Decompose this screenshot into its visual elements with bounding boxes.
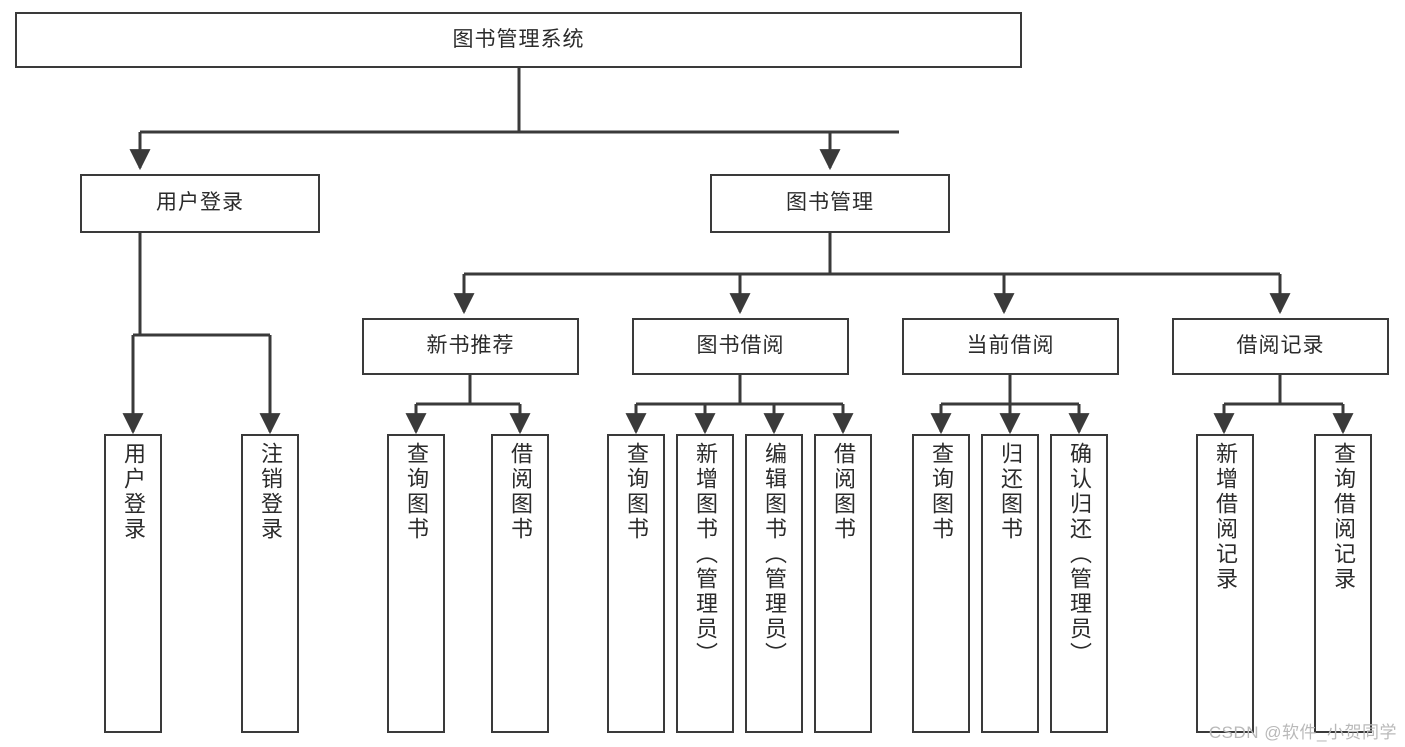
node-book-borrow[interactable]: 图书借阅 — [632, 318, 849, 375]
node-user-login-label: 用户登录 — [156, 191, 244, 215]
node-new-book-recommend[interactable]: 新书推荐 — [362, 318, 579, 375]
node-book-management-label: 图书管理 — [786, 191, 874, 215]
leaf-book-borrow-edit[interactable]: 编辑图书（管理员） — [745, 434, 803, 733]
leaf-current-borrow-return[interactable]: 归还图书 — [981, 434, 1039, 733]
node-root-label: 图书管理系统 — [452, 27, 585, 51]
node-borrow-record-label: 借阅记录 — [1236, 334, 1325, 358]
leaf-borrow-record-add[interactable]: 新增借阅记录 — [1196, 434, 1254, 733]
leaf-current-borrow-query-label: 查询图书 — [929, 442, 954, 542]
node-borrow-record[interactable]: 借阅记录 — [1172, 318, 1389, 375]
leaf-current-borrow-confirm[interactable]: 确认归还（管理员） — [1050, 434, 1108, 733]
leaf-new-book-borrow[interactable]: 借阅图书 — [491, 434, 549, 733]
leaf-book-borrow-query-label: 查询图书 — [624, 442, 649, 542]
leaf-new-book-borrow-label: 借阅图书 — [508, 442, 533, 542]
leaf-book-borrow-borrow[interactable]: 借阅图书 — [814, 434, 872, 733]
leaf-user-login-signin[interactable]: 用户登录 — [104, 434, 162, 733]
node-user-login[interactable]: 用户登录 — [80, 174, 320, 233]
node-book-management[interactable]: 图书管理 — [710, 174, 950, 233]
node-root-system[interactable]: 图书管理系统 — [15, 12, 1022, 68]
leaf-user-login-signin-label: 用户登录 — [121, 442, 146, 542]
leaf-current-borrow-query[interactable]: 查询图书 — [912, 434, 970, 733]
leaf-new-book-query[interactable]: 查询图书 — [387, 434, 445, 733]
leaf-current-borrow-return-label: 归还图书 — [998, 442, 1023, 542]
leaf-new-book-query-label: 查询图书 — [404, 442, 429, 542]
node-book-borrow-label: 图书借阅 — [696, 334, 785, 358]
leaf-book-borrow-edit-label: 编辑图书（管理员） — [762, 442, 787, 667]
leaf-book-borrow-add-label: 新增图书（管理员） — [693, 442, 718, 667]
leaf-borrow-record-query-label: 查询借阅记录 — [1331, 442, 1356, 592]
node-new-book-recommend-label: 新书推荐 — [426, 334, 515, 358]
csdn-watermark: CSDN @软件_小贺同学 — [1208, 723, 1397, 742]
leaf-borrow-record-add-label: 新增借阅记录 — [1213, 442, 1238, 592]
leaf-borrow-record-query[interactable]: 查询借阅记录 — [1314, 434, 1372, 733]
leaf-user-login-signout-label: 注销登录 — [258, 442, 283, 542]
node-current-borrow-label: 当前借阅 — [966, 334, 1055, 358]
leaf-current-borrow-confirm-label: 确认归还（管理员） — [1067, 442, 1092, 667]
leaf-book-borrow-borrow-label: 借阅图书 — [831, 442, 856, 542]
node-current-borrow[interactable]: 当前借阅 — [902, 318, 1119, 375]
leaf-book-borrow-add[interactable]: 新增图书（管理员） — [676, 434, 734, 733]
leaf-user-login-signout[interactable]: 注销登录 — [241, 434, 299, 733]
leaf-book-borrow-query[interactable]: 查询图书 — [607, 434, 665, 733]
